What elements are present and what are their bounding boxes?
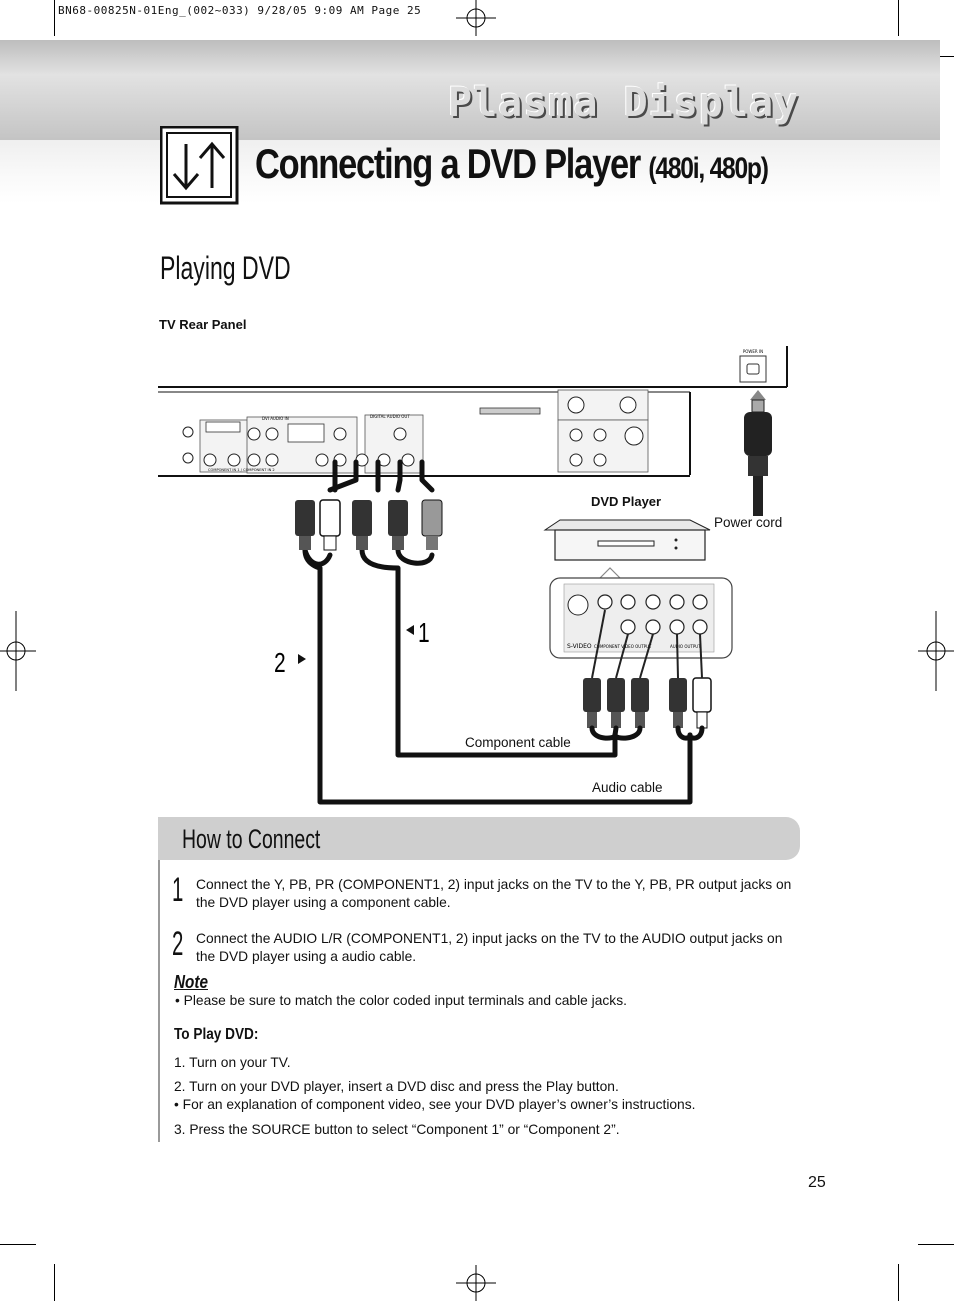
page-title: Connecting a DVD Player (480i, 480p) [255,140,769,188]
callout-1-arrow [406,625,414,635]
dvd-component-label: COMPONENT VIDEO OUTPUT [594,644,652,649]
digital-audio-out-label: DIGITAL AUDIO OUT [370,414,410,419]
brand-wordmark: Plasma Display [448,80,800,126]
dvi-audio-in-label: DVI AUDIO IN [262,416,289,421]
power-cord-plug [744,390,772,516]
play-step: 1. Turn on your TV. [174,1055,291,1070]
dvd-player [543,519,711,561]
how-to-connect-title: How to Connect [182,824,321,854]
hdmi-jack [205,421,241,433]
crop-mark [918,1244,954,1245]
play-step: 3. Press the SOURCE button to select “Co… [174,1122,620,1137]
step-number: 1 [172,871,184,909]
note-title: Note [174,972,208,992]
pc-in-jack [287,423,325,443]
play-step-subnote: • For an explanation of component video,… [174,1097,696,1112]
component-in-label: COMPONENT IN 1 / COMPONENT IN 2 [208,468,275,472]
how-to-connect-rule [158,860,160,1142]
callout-2-arrow [298,654,306,664]
tv-rca-jacks [182,396,644,467]
print-slug: BN68-00825N-01Eng_(002~033) 9/28/05 9:09… [58,4,422,17]
power-cord-label: Power cord [714,515,783,530]
dvd-jack-panel: S-VIDEO COMPONENT VIDEO OUTPUT AUDIO OUT… [549,577,733,659]
callout-2: 2 [274,648,286,679]
power-in-label: POWER IN [743,349,763,354]
page-title-main: Connecting a DVD Player [255,140,641,187]
page-title-suffix: (480i, 480p) [648,152,768,185]
note-text: • Please be sure to match the color code… [175,993,627,1008]
crop-mark [0,1244,36,1245]
power-in-jack: POWER IN [739,349,767,383]
tv-side-plugs [295,499,443,551]
header-banner [0,40,940,140]
how-to-connect-bar [158,817,800,860]
connection-diagram: POWER IN DVI AUDIO IN DIGITAL AUDIO OUT … [158,346,788,805]
dvd-audio-label: AUDIO OUTPUT [670,644,701,649]
crop-mark [898,1264,899,1301]
crop-mark [54,1264,55,1301]
dvd-player-label: DVD Player [591,494,662,509]
step-text: Connect the Y, PB, PR (COMPONENT1, 2) in… [196,877,792,910]
step-number: 2 [172,925,184,963]
connection-arrows-icon [160,126,239,205]
page-number: 25 [808,1174,826,1191]
section-title: Playing DVD [160,250,291,286]
audio-cable-label: Audio cable [592,780,663,795]
play-step: 2. Turn on your DVD player, insert a DVD… [174,1079,619,1094]
play-dvd-title: To Play DVD: [174,1026,259,1043]
tv-rear-panel-label: TV Rear Panel [159,317,247,332]
header-band [0,140,940,204]
component-cable-label: Component cable [465,735,571,750]
step-text: Connect the AUDIO L/R (COMPONENT1, 2) in… [196,931,783,964]
dvd-side-plugs [583,677,712,729]
dvd-s-video-label: S-VIDEO [567,643,592,650]
crop-mark [898,0,899,36]
callout-1: 1 [418,618,430,649]
crop-mark [54,0,55,36]
